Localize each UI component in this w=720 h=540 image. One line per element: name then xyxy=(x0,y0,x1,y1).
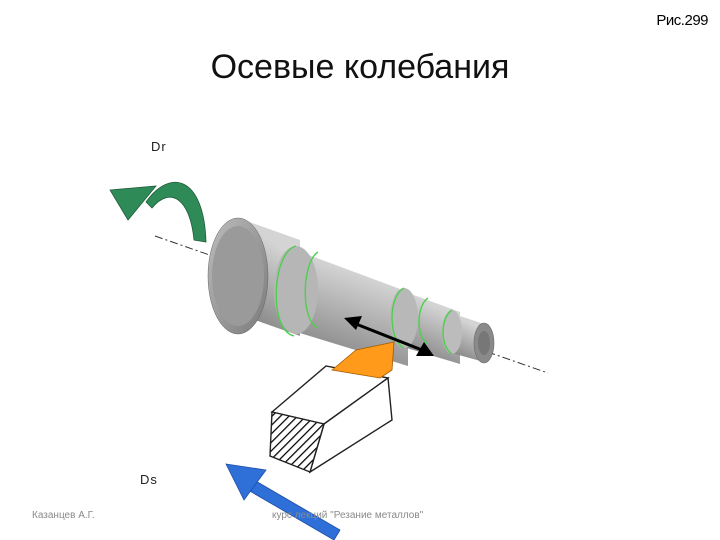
feed-arrow xyxy=(225,463,341,540)
slide-title: Осевые колебания xyxy=(210,48,510,86)
axial-oscillation-arrow xyxy=(344,316,434,356)
rotation-label: Dr xyxy=(151,139,167,154)
feed-label: Ds xyxy=(140,472,158,487)
tool-cutting-tip xyxy=(331,341,395,379)
footer-author: Казанцев А.Г. xyxy=(32,510,95,521)
rotation-arrow xyxy=(109,182,207,243)
footer-course: курс лекций "Резание металлов" xyxy=(272,510,424,521)
cutting-tool xyxy=(269,341,395,474)
figure-number: Рис.299 xyxy=(656,12,708,29)
workpiece xyxy=(207,217,495,366)
tool-cross-section-hatch xyxy=(269,411,325,473)
machined-surface-edges xyxy=(275,245,453,355)
